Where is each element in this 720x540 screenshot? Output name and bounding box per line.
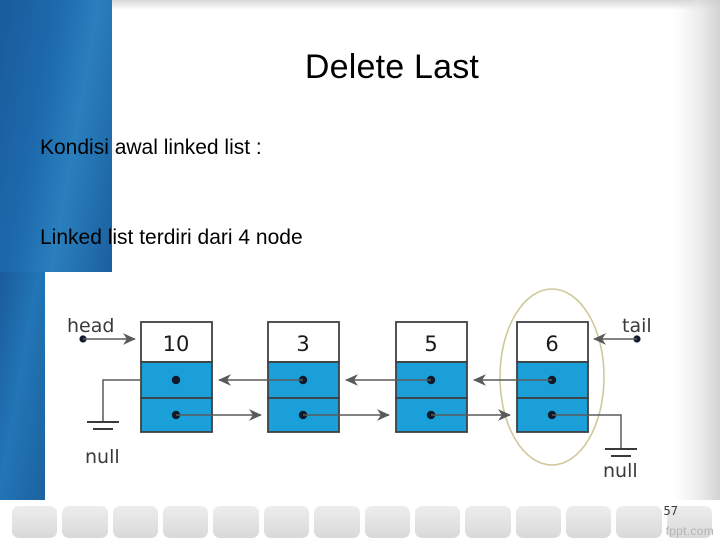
body-line-1: Kondisi awal linked list : [40,136,262,159]
top-edge-shadow [112,0,720,10]
slide-title: Delete Last [304,48,480,86]
footer-square [112,506,159,538]
node-10: 10 [140,321,213,433]
node-value-10: 10 [163,332,190,356]
footer-square [12,506,58,538]
node-value-5: 5 [424,332,437,356]
tail-pointer: tail [593,315,652,345]
right-edge-shadow [674,0,720,540]
footer-square [314,506,360,538]
tail-label: tail [622,315,652,337]
highlight-ellipse [499,288,605,466]
watermark: fppt.com [665,524,714,538]
footer-square [666,506,713,538]
footer-square [364,506,410,538]
sidebar-accent-bottom [0,272,45,504]
null-label-left: null [85,446,120,468]
null-ground-right: null [552,414,638,482]
footer-square [163,506,209,538]
footer-square [62,506,108,538]
head-pointer: head [67,315,136,345]
page-number: 57 [663,504,678,518]
footer-square [515,506,561,538]
footer-square [213,506,259,538]
null-ground-left: null [85,379,141,468]
diagram-plate: 10 3 5 [45,272,675,504]
footer-square [616,506,662,538]
footer-square [465,506,511,538]
linked-list-diagram: 10 3 5 [67,288,652,482]
sidebar-accent-top [0,0,112,272]
head-label: head [67,315,114,337]
footer-square [263,506,310,538]
footer-square [414,506,461,538]
null-label-right: null [603,460,638,482]
node-value-6: 6 [545,332,558,356]
footer-decoration-row [12,504,713,538]
body-line-2: Linked list terdiri dari 4 node [40,226,303,249]
node-value-3: 3 [296,332,309,356]
footer-square [565,506,612,538]
slide-footer: 57 fppt.com [0,500,720,540]
